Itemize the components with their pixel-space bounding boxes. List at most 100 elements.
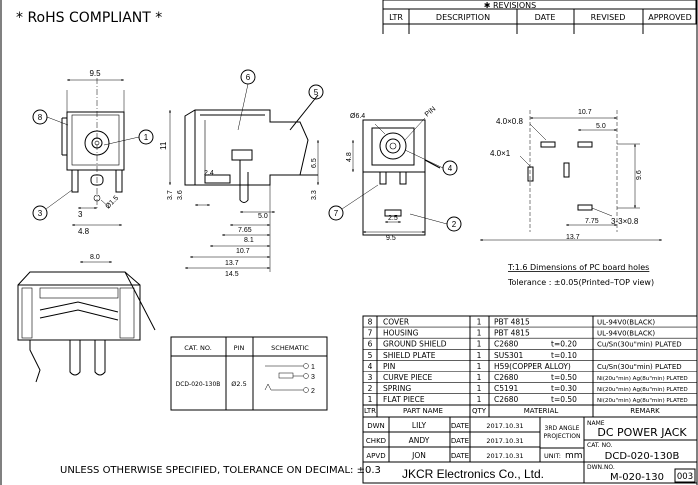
callout-6: 6 [246, 73, 251, 82]
callout-8: 8 [38, 113, 43, 122]
bom-cell-material: C2680 [494, 395, 519, 404]
bom-cell-qty: 1 [477, 395, 482, 404]
tb-apvd-label: APVD [366, 452, 385, 460]
schematic-pin-1: 1 [311, 364, 315, 371]
bom-cell-remark: Cu/Sn(30u"min) PLATED [597, 363, 682, 371]
tb-projection-line1: 3RD ANGLE [545, 425, 580, 432]
callouts: 1 2 3 4 5 6 7 8 [32, 69, 462, 232]
bom-header-part: PART NAME [403, 407, 443, 415]
dim-top-pin: PIN [424, 106, 437, 119]
bom-cell-material: PBT 4815 [494, 329, 530, 338]
rev-col-revised: REVISED [591, 13, 626, 22]
callout-3: 3 [38, 209, 43, 218]
title-block: DWN LILY DATE 2017.10.31 CHKD ANDY DATE … [362, 416, 698, 484]
bom-cell-material: C2680 [494, 373, 519, 382]
bom-cell-qty: 1 [477, 329, 482, 338]
bom-cell-no: 3 [368, 373, 373, 382]
bom-cell-part: SPRING [383, 384, 411, 393]
tb-name-label: NAME [587, 420, 605, 427]
bom-cell-no: 1 [368, 395, 373, 404]
pcb-note-tolerance: Tolerance : ±0.05(Printed–TOP view) [507, 278, 654, 287]
catalog-table: CAT. NO. PIN SCHEMATIC DCD-020-130B Ø2.5… [170, 336, 328, 411]
bom-cell-no: 7 [368, 329, 373, 338]
callout-2: 2 [452, 220, 457, 229]
dim-top-4-8: 4.8 [346, 152, 353, 162]
bom-header-ltr: LTR [364, 407, 376, 415]
bom-cell-qty: 1 [477, 351, 482, 360]
bom-cell-qty: 1 [477, 373, 482, 382]
bom-cell-thickness: t=0.50 [551, 395, 577, 404]
callout-4: 4 [448, 164, 453, 173]
tb-dwgno-label: DWN.NO. [587, 464, 615, 471]
schematic-pin-3: 3 [311, 374, 315, 381]
tb-unit-label: UNIT: [544, 452, 561, 460]
bom-header-material: MATERIAL [524, 407, 559, 415]
rev-col-approved: APPROVED [648, 13, 692, 22]
bom-cell-qty: 1 [477, 362, 482, 371]
tb-sheet: 003 [677, 472, 693, 482]
company-name: JKCR Electronics Co., Ltd. [402, 467, 544, 481]
dim-side-8-1: 8.1 [244, 237, 254, 244]
tb-catno-label: CAT. NO. [587, 442, 613, 449]
dim-side-7-65: 7.65 [238, 227, 252, 234]
tolerance-note: UNLESS OTHERWISE SPECIFIED, TOLERANCE ON… [60, 465, 381, 476]
dim-pcb-5-0: 5.0 [596, 123, 606, 130]
dim-pcb-7-75: 7.75 [585, 218, 599, 225]
bom-cell-thickness: t=0.10 [551, 351, 577, 360]
bom-cell-thickness: t=0.30 [551, 384, 577, 393]
bom-cell-no: 8 [368, 318, 373, 327]
dim-pcb-10-7: 10.7 [578, 109, 592, 116]
bom-cell-remark: Ni(20u"min) Ag(8u"min) PLATED [597, 387, 688, 393]
bom-cell-part: FLAT PIECE [383, 395, 425, 404]
section-view: 8.0 [17, 254, 156, 383]
bom-cell-remark: Ni(20u"min) Ag(8u"min) PLATED [597, 376, 688, 382]
bom-header-remark: REMARK [630, 407, 660, 415]
bom-cell-part: GROUND SHIELD [383, 340, 447, 349]
bom-cell-part: CURVE PIECE [383, 373, 432, 382]
cat-value-pin: Ø2.5 [231, 380, 246, 388]
bom-cell-material: C2680 [494, 340, 519, 349]
callout-5: 5 [314, 88, 319, 97]
dim-pcb-3x0-8: 3-3×0.8 [611, 217, 639, 226]
dim-side-6-5: 6.5 [311, 158, 318, 168]
revisions-title: ✱ REVISIONS [484, 1, 537, 10]
bom-cell-remark: Cu/Sn(30u"min) PLATED [597, 341, 682, 349]
dim-side-height: 11 [159, 141, 168, 150]
dim-front-hole: Ø1.5 [104, 195, 120, 211]
bom-cell-material: H59(COPPER ALLOY) [494, 362, 571, 371]
tb-dwn-label: DWN [367, 422, 385, 430]
bom-cell-remark: Ni(20u"min) Ag(8u"min) PLATED [597, 398, 688, 404]
bom-cell-no: 5 [368, 351, 373, 360]
schematic-symbol: 1 3 2 [264, 363, 315, 395]
bom-cell-thickness: t=0.50 [551, 373, 577, 382]
bom-cell-no: 4 [368, 362, 373, 371]
dim-side-3-7: 3.7 [167, 190, 174, 200]
cat-header-schematic: SCHEMATIC [271, 344, 309, 352]
schematic-pin-2: 2 [311, 388, 315, 395]
dim-side-10-7: 10.7 [236, 248, 250, 255]
tb-name-value: DC POWER JACK [597, 426, 687, 439]
dim-pcb-9-6: 9.6 [636, 170, 643, 180]
dim-front-pin-offset: 3 [78, 210, 83, 219]
top-view: Ø6.4 PIN 4.8 2.5 9.5 [346, 106, 441, 242]
bom-cell-qty: 1 [477, 318, 482, 327]
dim-side-5-0: 5.0 [258, 213, 268, 220]
rohs-label: * RoHS COMPLIANT * [16, 10, 162, 26]
dim-iso-8-0: 8.0 [90, 254, 100, 261]
tb-date-label-3: DATE [451, 452, 469, 460]
bom-cell-remark: UL-94V0(BLACK) [597, 330, 655, 338]
tb-date-3: 2017.10.31 [486, 452, 523, 460]
dim-side-13-7: 13.7 [225, 260, 239, 267]
revisions-table: ✱ REVISIONS LTR DESCRIPTION DATE REVISED… [382, 0, 697, 34]
tb-projection-line2: PROJECTION [544, 433, 581, 440]
bom-cell-no: 6 [368, 340, 373, 349]
bom-cell-material: PBT 4815 [494, 318, 530, 327]
dim-pcb-4x1: 4.0×1 [490, 149, 511, 158]
tb-apvd-value: JON [411, 451, 426, 460]
front-view: 9.5 3 4.8 Ø1.5 [61, 69, 125, 236]
side-view: 11 2.4 5.0 7.65 8.1 10.7 13.7 14.5 3.7 3… [159, 94, 319, 278]
tb-dwn-value: LILY [412, 421, 427, 430]
bom-cell-thickness: t=0.20 [551, 340, 577, 349]
